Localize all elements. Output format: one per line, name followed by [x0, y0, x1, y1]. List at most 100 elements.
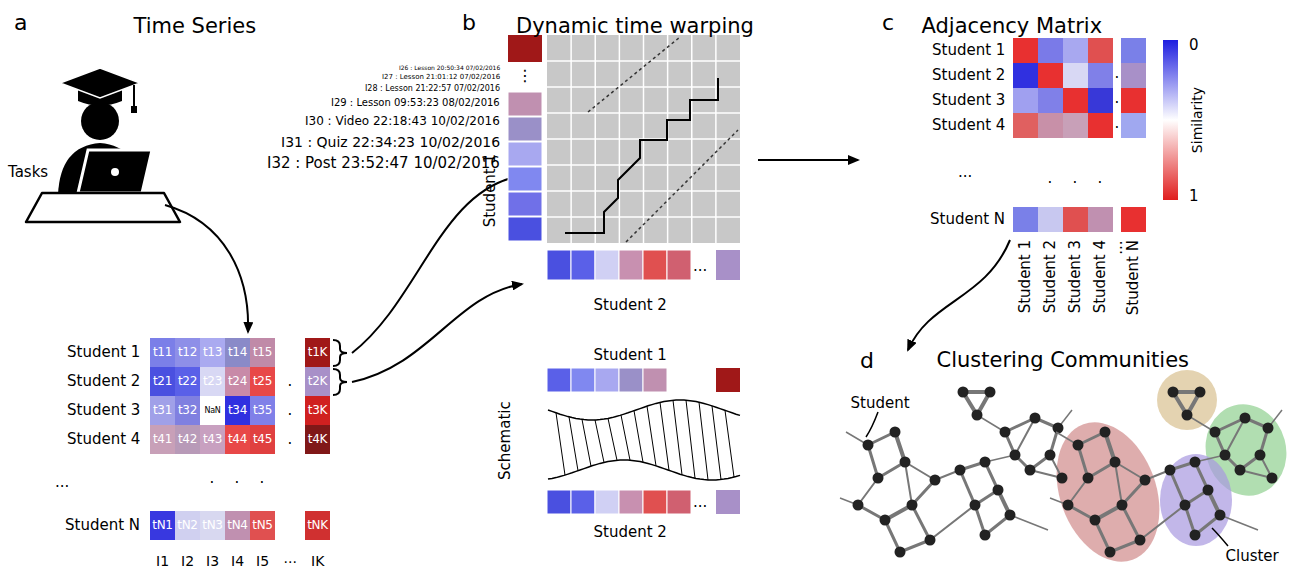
student-node	[1000, 427, 1011, 438]
adjacency-cell	[1013, 38, 1038, 63]
log-entry: I30 : Video 22:18:43 10/02/2016	[305, 115, 500, 129]
window-bound	[588, 37, 680, 112]
matrix-cell: t34	[225, 396, 250, 425]
cluster-region	[1157, 370, 1217, 430]
colorbar	[1163, 40, 1178, 200]
network-link	[1122, 505, 1140, 540]
ellipsis-dot: .	[1115, 115, 1120, 132]
panel-letter: a	[14, 10, 27, 35]
student-node	[1025, 465, 1036, 476]
column-label: IK	[311, 553, 324, 569]
warp-link	[582, 419, 591, 466]
panel-title: Adjacency Matrix	[922, 14, 1103, 38]
ellipsis-dot: .	[288, 373, 293, 390]
series-cell	[508, 35, 542, 62]
column-label: I4	[231, 553, 244, 569]
row-bracket	[333, 340, 347, 366]
adjacency-cell	[1121, 88, 1146, 113]
ellipsis: ⋮	[517, 67, 533, 85]
log-entry: I32 : Post 23:52:47 10/02/2016	[267, 155, 500, 172]
series-cell	[508, 92, 542, 116]
series-cell	[643, 368, 667, 392]
adjacency-cell	[1063, 63, 1088, 88]
student-node	[1073, 440, 1084, 451]
laptop-screen	[78, 150, 152, 193]
panel-title: Dynamic time warping	[516, 14, 754, 38]
adjacency-cell	[1121, 113, 1146, 138]
warp-link	[725, 410, 734, 477]
warp-link	[556, 413, 565, 475]
matrix-cell: t22	[175, 367, 200, 396]
student-node	[1083, 473, 1094, 484]
matrix-cell: tN3	[200, 511, 225, 540]
series-cell	[643, 250, 667, 280]
matrix-cell: t43	[200, 425, 225, 454]
window-bound	[626, 130, 738, 242]
student-node	[1190, 457, 1201, 468]
grid-line	[547, 190, 740, 192]
row-label: ...	[958, 164, 972, 181]
row-label: Student N	[65, 517, 140, 534]
desk	[26, 193, 180, 222]
network-link	[1140, 505, 1185, 540]
student-node	[1030, 413, 1041, 424]
warping-path	[565, 78, 718, 233]
warp-link	[712, 406, 721, 480]
network-link	[930, 505, 975, 540]
adjacency-cell	[1121, 38, 1146, 63]
student-node	[1210, 427, 1221, 438]
row-bracket	[333, 369, 347, 395]
matrix-cell: t13	[200, 338, 225, 367]
icon-label: Tasks	[8, 164, 48, 181]
adjacency-cell	[1088, 63, 1113, 88]
column-label: I5	[256, 553, 269, 569]
student-node	[1117, 500, 1128, 511]
log-entry: I29 : Lesson 09:53:23 08/02/2016	[331, 97, 500, 109]
ellipsis-dot: .	[1098, 170, 1103, 187]
adjacency-cell	[1088, 113, 1113, 138]
matrix-cell: t3K	[305, 396, 330, 425]
warp-link	[569, 417, 578, 471]
matrix-cell: t31	[150, 396, 175, 425]
student-node	[1110, 457, 1121, 468]
column-label: Student 4	[1092, 240, 1109, 313]
column-label: I2	[181, 553, 194, 569]
axis-label: Student 2	[594, 297, 667, 314]
series-cell	[508, 167, 542, 191]
student-node	[853, 500, 864, 511]
ellipsis-dot: .	[1073, 170, 1078, 187]
student-node	[972, 410, 983, 421]
leader-line	[866, 412, 878, 437]
row-label: Student 3	[67, 402, 140, 419]
adjacency-cell	[1038, 38, 1063, 63]
row-label: Student 2	[932, 67, 1005, 84]
student-node	[980, 457, 991, 468]
matrix-cell: t23	[200, 367, 225, 396]
adjacency-cell	[1038, 88, 1063, 113]
student-node	[1190, 530, 1201, 541]
student-node	[1267, 473, 1278, 484]
series-cell	[508, 192, 542, 216]
series-cell	[643, 490, 667, 514]
row-label: Student 4	[932, 117, 1005, 134]
adjacency-cell	[1063, 113, 1088, 138]
student-head	[81, 102, 119, 140]
dtw-grid	[547, 35, 740, 243]
warp-link	[660, 402, 669, 470]
series-cell	[716, 368, 740, 392]
series-cell	[571, 368, 595, 392]
grid-line	[547, 164, 740, 166]
network-link	[960, 470, 975, 505]
adjacency-cell	[1088, 88, 1113, 113]
student-node	[1053, 423, 1064, 434]
student-node	[890, 427, 901, 438]
network-link	[1220, 515, 1258, 530]
column-label: Student 1	[1017, 240, 1034, 313]
row-label: Student 3	[932, 92, 1005, 109]
matrix-cell: tN5	[250, 511, 275, 540]
student-icon	[26, 68, 180, 222]
generated-art	[508, 35, 1294, 576]
student-node	[863, 440, 874, 451]
grid-background	[547, 35, 740, 243]
series-cell	[619, 250, 643, 280]
